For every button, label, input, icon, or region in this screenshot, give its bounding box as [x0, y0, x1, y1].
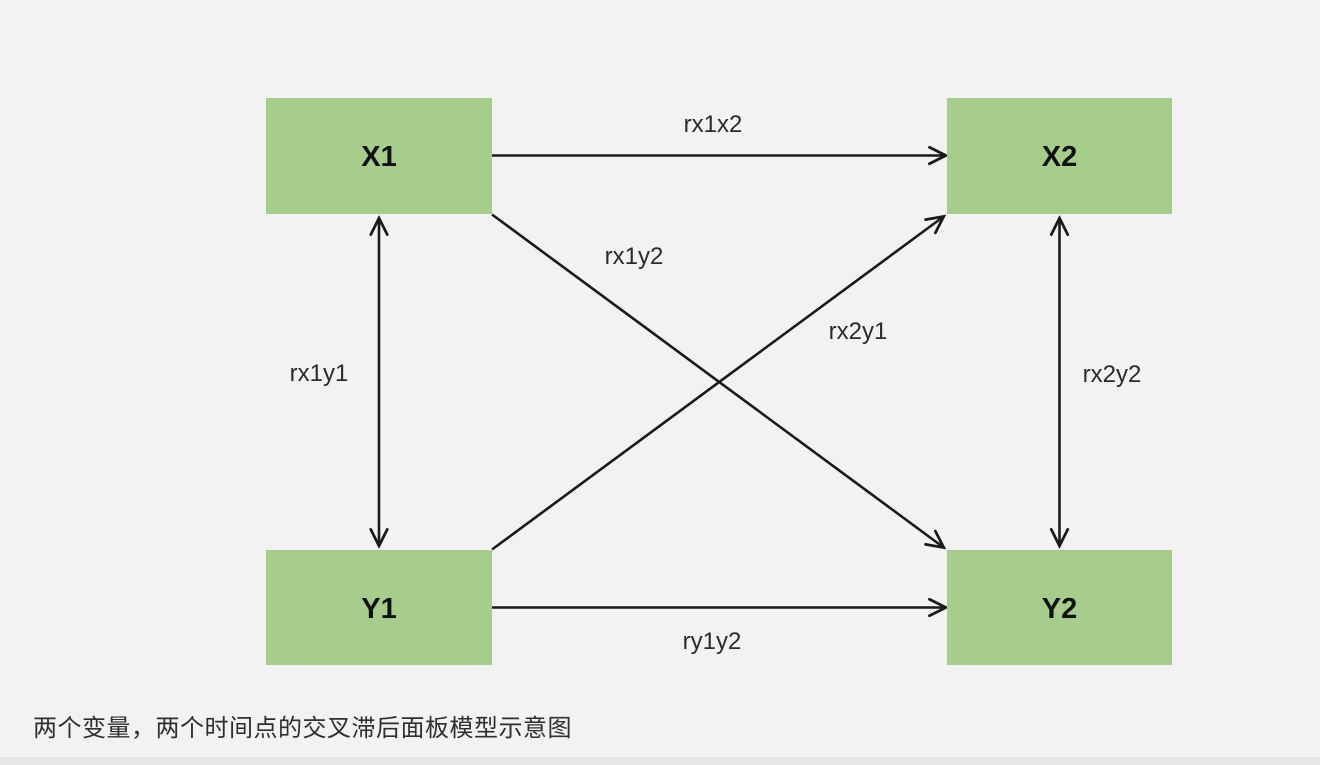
edge-rx2y1-label: rx2y1	[829, 318, 888, 345]
edge-rx2y2-label: rx2y2	[1083, 361, 1142, 388]
edge-rx1y2-line	[491, 213, 943, 548]
node-y1-label: Y1	[361, 593, 396, 625]
node-y2	[947, 550, 1172, 665]
node-x1-label: X1	[361, 141, 396, 173]
bottom-bar	[0, 757, 1320, 765]
node-x2-label: X2	[1042, 141, 1077, 173]
edge-ry1y2-label: ry1y2	[683, 628, 742, 655]
diagram-caption: 两个变量，两个时间点的交叉滞后面板模型示意图	[33, 715, 572, 742]
edge-rx2y1-line	[491, 217, 943, 551]
node-x1	[266, 98, 492, 214]
edge-rx1y1-label: rx1y1	[290, 360, 349, 387]
node-x2	[947, 98, 1172, 214]
edge-rx1y2-label: rx1y2	[605, 243, 664, 270]
edge-rx1x2-label: rx1x2	[684, 111, 743, 138]
node-y2-label: Y2	[1042, 593, 1077, 625]
node-y1	[266, 550, 492, 665]
